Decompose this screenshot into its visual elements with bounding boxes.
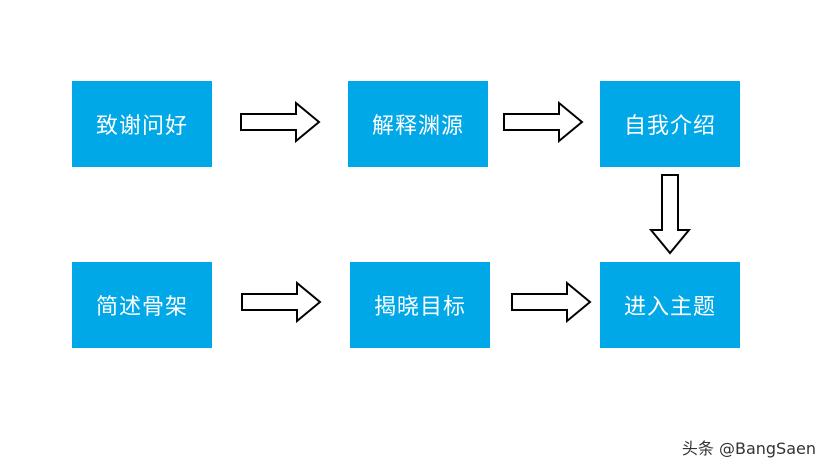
right-arrow-icon xyxy=(240,100,321,144)
right-arrow-icon xyxy=(241,280,322,324)
flow-box-label: 简述骨架 xyxy=(95,295,188,320)
right-arrow-icon xyxy=(503,100,584,144)
flow-box-label: 致谢问好 xyxy=(95,114,188,139)
flow-box-jinru-zhuti: 进入主题 xyxy=(600,262,740,348)
down-arrow-icon xyxy=(648,174,692,255)
flow-box-label: 解释渊源 xyxy=(371,114,464,139)
flow-box-jiexiao-mubiao: 揭晓目标 xyxy=(350,262,490,348)
flow-box-label: 进入主题 xyxy=(623,295,716,320)
flow-box-jianshu-gujia: 简述骨架 xyxy=(72,262,212,348)
flow-box-label: 自我介绍 xyxy=(623,114,716,139)
right-arrow-icon xyxy=(511,280,592,324)
flow-box-label: 揭晓目标 xyxy=(373,295,466,320)
flow-box-zhixie-wenhao: 致谢问好 xyxy=(72,81,212,167)
flow-box-ziwo-jieshao: 自我介绍 xyxy=(600,81,740,167)
flow-box-jieshi-yuanyuan: 解释渊源 xyxy=(348,81,488,167)
watermark-text: 头条 @BangSaen xyxy=(681,439,816,458)
